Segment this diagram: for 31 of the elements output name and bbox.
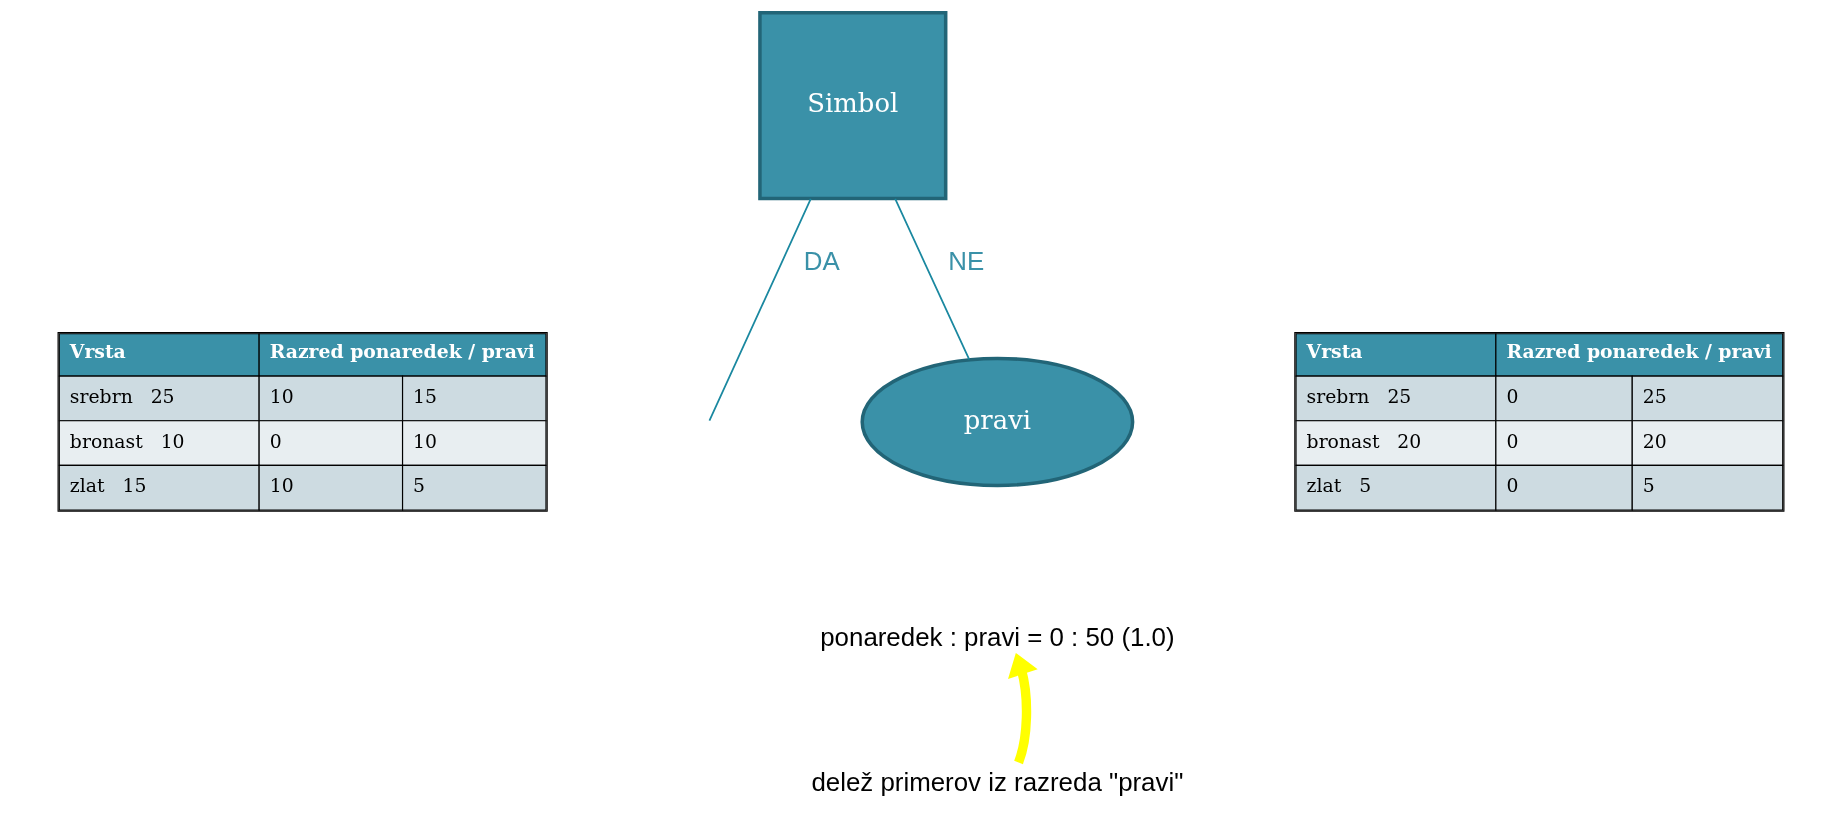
label: 5 <box>1642 475 1655 497</box>
label: 0 <box>269 430 282 452</box>
label: 20 <box>1642 430 1667 452</box>
connector <box>708 198 812 422</box>
node-ellipse: pravi <box>860 356 1135 488</box>
label: Vrsta <box>69 340 126 363</box>
label: srebrn 25 <box>69 385 175 407</box>
label: Razred ponaredek / pravi <box>269 340 535 363</box>
edge-label: NE <box>948 246 985 275</box>
label: zlat 15 <box>69 475 147 497</box>
arrow <box>1008 652 1038 764</box>
edge-label: DA <box>803 246 839 275</box>
label: 10 <box>413 430 438 452</box>
label: 25 <box>1642 385 1667 407</box>
label: zlat 5 <box>1306 475 1372 497</box>
node-text: ponaredek : pravi = 0 : 50 (1.0) <box>820 623 1175 651</box>
label: 15 <box>413 385 438 407</box>
label: 0 <box>1506 385 1519 407</box>
node-text: delež primerov iz razreda "pravi" <box>811 767 1184 796</box>
label: 10 <box>269 385 294 407</box>
label: 10 <box>269 475 294 497</box>
label: Vrsta <box>1306 340 1363 363</box>
label: 5 <box>413 475 426 497</box>
label: 0 <box>1506 430 1519 452</box>
node-box: Simbol <box>758 11 948 201</box>
label: srebrn 25 <box>1306 385 1412 407</box>
connector <box>894 198 971 361</box>
label: Razred ponaredek / pravi <box>1506 340 1772 363</box>
label: 0 <box>1506 475 1519 497</box>
label: bronast 20 <box>1306 430 1422 452</box>
label: bronast 10 <box>69 430 185 452</box>
